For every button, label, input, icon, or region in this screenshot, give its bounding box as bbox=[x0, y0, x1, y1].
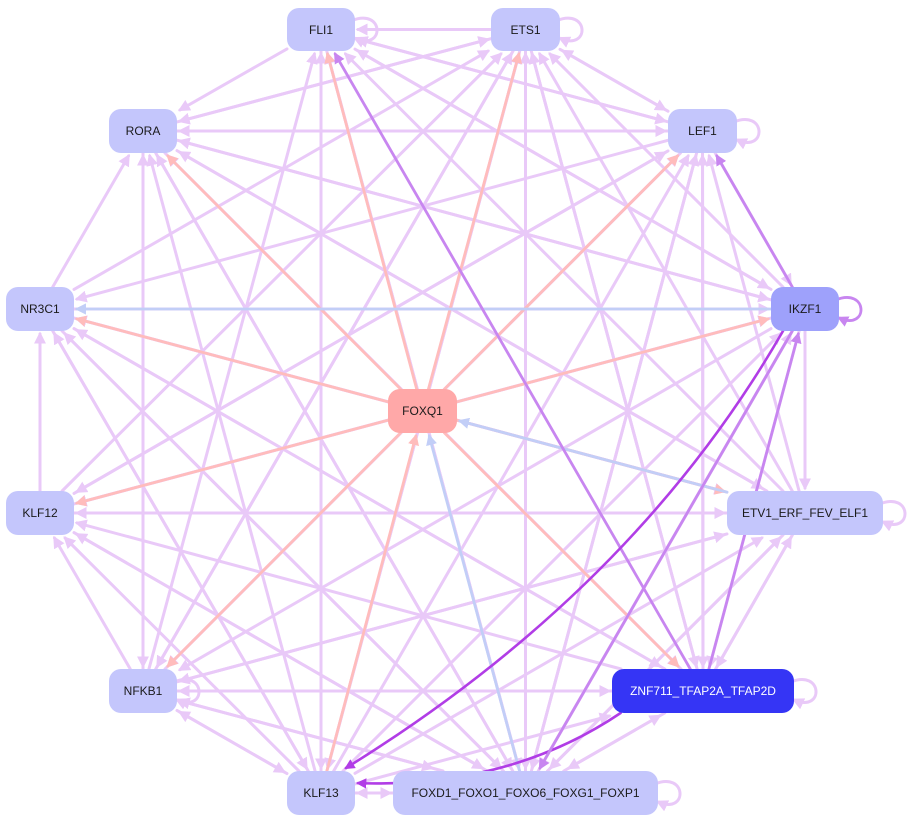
edge-klf13-to-rora bbox=[146, 153, 317, 773]
edge-etv1-to-foxq1 bbox=[457, 417, 729, 494]
edge-etv1-to-znf bbox=[715, 533, 794, 669]
edge-ikzf1-to-foxd1 bbox=[538, 329, 794, 770]
edge-nr3c1-to-klf13 bbox=[51, 329, 308, 771]
node-ikzf1[interactable]: IKZF1 bbox=[771, 287, 839, 331]
self-loop-edge bbox=[732, 118, 761, 150]
node-label: NR3C1 bbox=[20, 302, 60, 316]
edge-foxq1-to-ets1 bbox=[427, 51, 522, 391]
edge-foxq1-to-fli1 bbox=[324, 51, 419, 391]
node-fli1[interactable]: FLI1 bbox=[287, 8, 355, 51]
node-label: KLF12 bbox=[22, 506, 58, 520]
edge-klf13-to-foxq1 bbox=[325, 433, 419, 773]
edge-foxq1-to-nr3c1 bbox=[74, 315, 390, 404]
edge-lef1-to-klf12 bbox=[74, 149, 670, 494]
node-foxd1-foxo1-foxo6-foxg1-foxp1[interactable]: FOXD1_FOXO1_FOXO6_FOXG1_FOXP1 bbox=[393, 771, 658, 815]
node-label: IKZF1 bbox=[788, 302, 822, 316]
edge-nfkb1-to-klf13 bbox=[175, 708, 287, 774]
self-loop-edge bbox=[789, 678, 818, 710]
edge-rora-to-etv1 bbox=[175, 149, 764, 490]
edge-klf12-to-foxd1 bbox=[72, 531, 485, 770]
self-loop-edge bbox=[555, 16, 584, 48]
node-label: ETS1 bbox=[510, 22, 541, 37]
node-label: NFKB1 bbox=[123, 684, 163, 698]
edge-etv1-to-fli1 bbox=[343, 52, 785, 493]
edge-rora-to-ikzf1 bbox=[175, 138, 771, 303]
node-label: LEF1 bbox=[688, 124, 717, 138]
edge-nr3c1-to-rora bbox=[51, 153, 131, 289]
node-label: ZNF711_TFAP2A_TFAP2D bbox=[630, 684, 776, 698]
node-klf13[interactable]: KLF13 bbox=[287, 771, 355, 815]
edge-foxq1-to-ikzf1 bbox=[455, 315, 771, 404]
edge-etv1-to-nfkb1 bbox=[177, 532, 729, 685]
edge-ikzf1-to-lef1 bbox=[715, 154, 794, 289]
edge-foxq1-to-lef1 bbox=[443, 154, 680, 391]
edge-ikzf1-to-klf13 bbox=[344, 329, 785, 770]
node-label: KLF13 bbox=[303, 786, 339, 800]
node-etv1-erf-fev-elf1[interactable]: ETV1_ERF_FEV_ELF1 bbox=[727, 491, 883, 535]
edge-rora-to-foxd1 bbox=[154, 151, 513, 771]
self-loop-edge bbox=[834, 296, 863, 327]
edge-ikzf1-to-ets1 bbox=[548, 52, 785, 289]
node-label: RORA bbox=[125, 124, 161, 138]
edge-klf13-to-klf12 bbox=[63, 536, 301, 773]
node-rora[interactable]: RORA bbox=[109, 109, 177, 153]
edge-lef1-to-foxd1 bbox=[528, 151, 699, 771]
edge-klf12-to-ets1 bbox=[60, 52, 503, 493]
edge-ets1-to-nfkb1 bbox=[155, 49, 515, 669]
edge-nr3c1-to-foxd1 bbox=[60, 329, 503, 770]
edge-fli1-to-lef1 bbox=[353, 37, 668, 125]
node-znf711-tfap2a-tfap2d[interactable]: ZNF711_TFAP2A_TFAP2D bbox=[612, 669, 794, 713]
edge-foxd1-to-foxq1 bbox=[426, 433, 521, 773]
edge-foxq1-to-rora bbox=[166, 154, 402, 391]
edge-klf13-to-lef1 bbox=[332, 153, 690, 773]
edge-foxq1-to-nfkb1 bbox=[166, 431, 402, 668]
edge-nfkb1-to-foxd1 bbox=[175, 698, 435, 772]
edge-klf13-to-ikzf1 bbox=[341, 332, 782, 773]
node-klf12[interactable]: KLF12 bbox=[6, 491, 74, 535]
node-nfkb1[interactable]: NFKB1 bbox=[109, 669, 177, 713]
edge-znf-to-foxd1 bbox=[566, 711, 667, 770]
edge-nfkb1-to-klf12 bbox=[52, 535, 132, 671]
edge-nr3c1-to-ets1 bbox=[72, 49, 491, 291]
node-lef1[interactable]: LEF1 bbox=[668, 109, 737, 153]
edge-ikzf1-to-nfkb1 bbox=[177, 327, 773, 672]
node-label: FOXQ1 bbox=[402, 404, 443, 418]
node-ets1[interactable]: ETS1 bbox=[491, 8, 560, 51]
edge-znf-to-fli1 bbox=[333, 52, 692, 671]
edge-etv1-to-foxd1 bbox=[548, 533, 785, 770]
edge-foxq1-to-znf bbox=[443, 431, 680, 668]
edge-ets1-to-lef1 bbox=[558, 47, 668, 111]
edge-foxq1-to-klf12 bbox=[74, 418, 390, 507]
edge-znf-to-klf12 bbox=[74, 519, 623, 671]
edge-fli1-to-rora bbox=[177, 47, 289, 112]
self-loop-edge bbox=[878, 500, 907, 532]
edge-nr3c1-to-znf bbox=[72, 327, 662, 668]
node-label: ETV1_ERF_FEV_ELF1 bbox=[741, 506, 869, 520]
edge-rora-to-ets1 bbox=[175, 36, 491, 124]
node-nr3c1[interactable]: NR3C1 bbox=[6, 287, 74, 331]
self-loop-edge bbox=[653, 780, 682, 812]
node-label: FLI1 bbox=[308, 22, 333, 37]
node-label: FOXD1_FOXO1_FOXO6_FOXG1_FOXP1 bbox=[411, 786, 640, 800]
node-foxq1[interactable]: FOXQ1 bbox=[388, 389, 457, 433]
